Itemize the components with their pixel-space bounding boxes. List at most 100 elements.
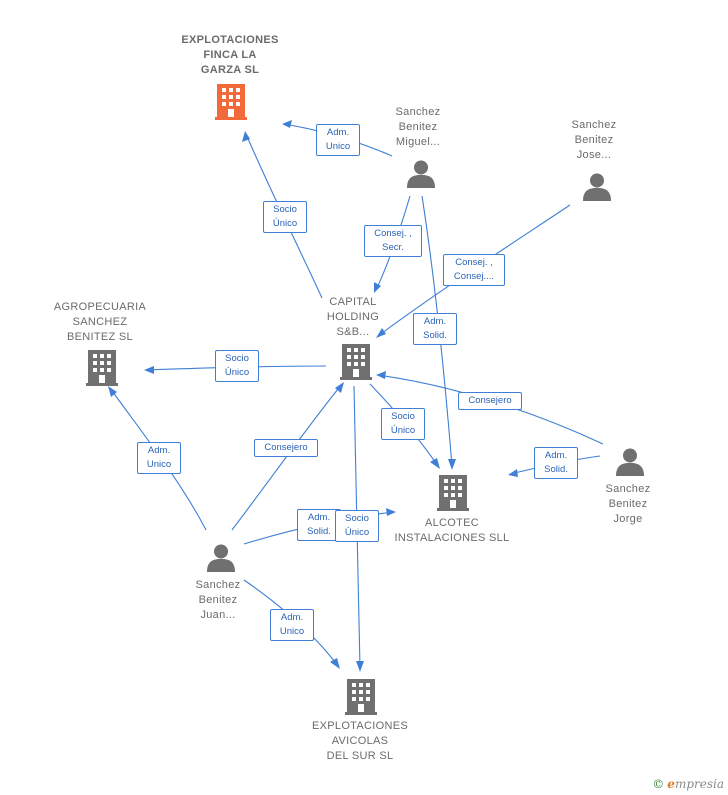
edge-label-line: Único (390, 425, 416, 436)
edge-label-line: Consej.... (453, 271, 495, 282)
node-label-line: Benitez (574, 134, 614, 146)
edge-label-line: Unico (279, 626, 305, 637)
edge-label-line: Socio (345, 513, 369, 524)
edge-label-juan-capital[interactable]: Consejero (254, 439, 318, 457)
edge-arrow (374, 282, 381, 293)
edge-arrow (330, 658, 340, 669)
edge-label-miguel-alcotec[interactable]: Adm. Solid. (413, 313, 457, 345)
edge-arrow (508, 469, 518, 477)
edge-label-line: Adm. (326, 127, 350, 138)
edge-label-line: Socio (225, 353, 249, 364)
person-icon[interactable] (207, 544, 235, 572)
node-label-explotaciones-finca-la-garza[interactable]: EXPLOTACIONES FINCA LA GARZA SL (160, 33, 300, 78)
node-label-line: Jose... (576, 149, 612, 161)
node-label-line: FINCA LA (203, 49, 257, 61)
node-label-line: Benitez (398, 121, 438, 133)
edge-label-line: Consej. , (374, 228, 412, 239)
edge-label-line: Secr. (382, 242, 404, 253)
node-label-line: BENITEZ SL (67, 331, 133, 343)
edge-label-capital-agro[interactable]: Socio Único (215, 350, 259, 382)
edge-label-line: Adm. (280, 612, 304, 623)
edge-label-line: Consejero (264, 442, 308, 453)
edge-label-juan-alcotec[interactable]: Adm. Solid. (297, 509, 341, 541)
edge-label-line: Unico (325, 141, 351, 152)
person-icon[interactable] (407, 160, 435, 188)
node-label-line: INSTALACIONES SLL (394, 532, 510, 544)
copyright-icon: © (652, 777, 665, 791)
edge-arrow (376, 328, 386, 338)
edge-arrow (356, 661, 364, 672)
edge-label-line: Solid. (423, 330, 447, 341)
edge-arrow (335, 382, 344, 393)
edge-label-line: Socio (391, 411, 415, 422)
node-label-capital-holding[interactable]: CAPITAL HOLDING S&B... (303, 295, 403, 340)
brand-name: mpresia (674, 777, 724, 791)
node-label-line: ALCOTEC (424, 517, 480, 529)
node-label-line: SANCHEZ (72, 316, 128, 328)
node-label-line: S&B... (336, 326, 370, 338)
edge-label-line: Solid. (544, 464, 568, 475)
edge-label-line: Consej. , (455, 257, 493, 268)
edge-label-miguel-capital[interactable]: Consej. , Secr. (364, 225, 422, 257)
building-icon[interactable] (340, 344, 372, 380)
edge-label-line: Consejero (468, 395, 512, 406)
edge-label-line: Adm. (147, 445, 171, 456)
edge-label-line: Adm. (544, 450, 568, 461)
node-label-line: Juan... (200, 609, 236, 621)
node-label-line: HOLDING (326, 311, 380, 323)
node-label-line: CAPITAL (329, 296, 377, 308)
node-label-line: EXPLOTACIONES (181, 34, 279, 46)
node-label-alcotec-instalaciones[interactable]: ALCOTEC INSTALACIONES SLL (382, 516, 522, 546)
edge-arrow (144, 366, 154, 374)
brand-initial: e (667, 777, 675, 791)
edge-label-line: Solid. (307, 526, 331, 537)
person-icon[interactable] (616, 448, 644, 476)
edge-label-line: Socio (273, 204, 297, 215)
edge-label-juan-avicolas[interactable]: Adm. Unico (270, 609, 314, 641)
edge-label-miguel-finca[interactable]: Adm. Unico (316, 124, 360, 156)
node-label-line: AVICOLAS (331, 735, 389, 747)
building-icon[interactable] (345, 679, 377, 715)
edge-label-line: Unico (146, 459, 172, 470)
person-icon[interactable] (583, 173, 611, 201)
node-label-line: Sanchez (605, 483, 651, 495)
edge-label-line: Único (344, 527, 370, 538)
edge-label-jorge-alcotec[interactable]: Adm. Solid. (534, 447, 578, 479)
building-icon[interactable] (437, 475, 469, 511)
edge-arrow (386, 508, 396, 516)
edge-arrow (430, 458, 440, 469)
node-label-sanchez-benitez-juan[interactable]: Sanchez Benitez Juan... (168, 578, 268, 623)
node-label-line: Sanchez (395, 106, 441, 118)
empresia-watermark[interactable]: ©empresia (652, 777, 724, 791)
node-label-sanchez-benitez-miguel[interactable]: Sanchez Benitez Miguel... (368, 105, 468, 150)
edge-label-jose-capital[interactable]: Consej. , Consej.... (443, 254, 505, 286)
node-label-line: Sanchez (195, 579, 241, 591)
edge-arrow (282, 120, 292, 128)
edge-label-capital-avicolas[interactable]: Socio Único (335, 510, 379, 542)
node-label-line: AGROPECUARIA (53, 301, 147, 313)
node-label-line: Benitez (198, 594, 238, 606)
edge-label-jorge-capital[interactable]: Consejero (458, 392, 522, 410)
node-label-line: EXPLOTACIONES (312, 720, 408, 732)
node-label-sanchez-benitez-jorge[interactable]: Sanchez Benitez Jorge (578, 482, 678, 527)
node-label-sanchez-benitez-jose[interactable]: Sanchez Benitez Jose... (544, 118, 644, 163)
edge-label-line: Único (272, 218, 298, 229)
node-label-line: Sanchez (571, 119, 617, 131)
node-label-line: Benitez (608, 498, 648, 510)
edge-label-juan-agro[interactable]: Adm. Unico (137, 442, 181, 474)
edge-arrow (448, 459, 456, 470)
node-label-line: DEL SUR SL (326, 750, 394, 762)
edge-label-capital-finca[interactable]: Socio Único (263, 201, 307, 233)
edge-label-line: Único (224, 367, 250, 378)
node-label-agropecuaria-sanchez-benitez[interactable]: AGROPECUARIA SANCHEZ BENITEZ SL (40, 300, 160, 345)
building-icon[interactable] (215, 84, 247, 120)
edge-label-capital-alcotec[interactable]: Socio Único (381, 408, 425, 440)
building-icon[interactable] (86, 350, 118, 386)
edge-arrow (242, 131, 250, 142)
node-label-explotaciones-avicolas-del-sur[interactable]: EXPLOTACIONES AVICOLAS DEL SUR SL (290, 719, 430, 764)
node-label-line: Miguel... (395, 136, 441, 148)
node-label-line: Jorge (613, 513, 643, 525)
edge-label-line: Adm. (423, 316, 447, 327)
node-label-line: GARZA SL (200, 64, 260, 76)
edge-label-line: Adm. (307, 512, 331, 523)
